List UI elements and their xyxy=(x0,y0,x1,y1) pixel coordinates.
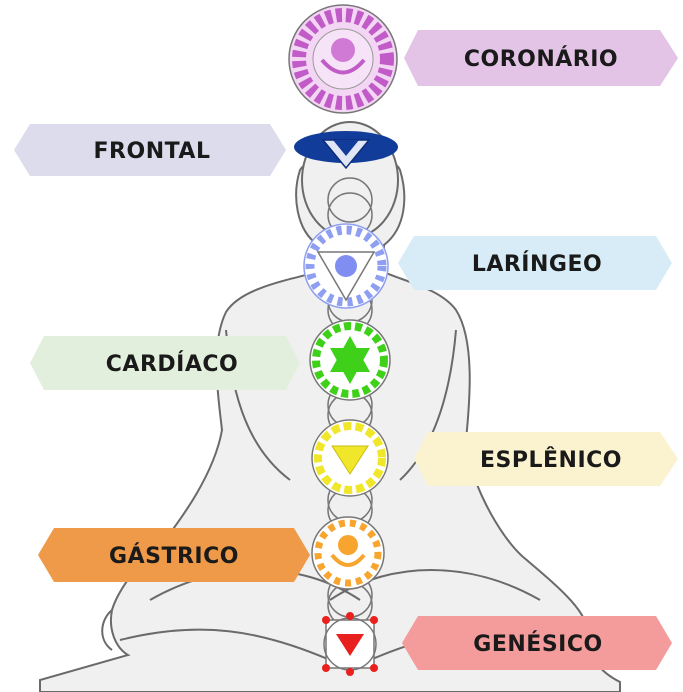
banner-frontal: FRONTAL xyxy=(14,124,286,176)
banner-cardiaco: CARDÍACO xyxy=(30,336,300,390)
label-cardiaco: CARDÍACO xyxy=(106,351,238,377)
label-genesico: GENÉSICO xyxy=(473,631,602,657)
banner-coronario: CORONÁRIO xyxy=(404,30,678,86)
chakra-solar-icon xyxy=(312,420,388,496)
label-frontal: FRONTAL xyxy=(94,139,211,164)
banner-laringeo: LARÍNGEO xyxy=(398,236,672,290)
banner-esplenico: ESPLÊNICO xyxy=(414,432,678,486)
banner-genesico: GENÉSICO xyxy=(402,616,672,670)
chakra-sacral-icon xyxy=(312,517,384,589)
label-esplenico: ESPLÊNICO xyxy=(480,447,622,473)
label-coronario: CORONÁRIO xyxy=(464,46,618,72)
banner-gastrico: GÁSTRICO xyxy=(38,528,310,582)
chakra-crown-icon xyxy=(289,5,397,113)
chakra-heart-icon xyxy=(310,320,390,400)
label-laringeo: LARÍNGEO xyxy=(472,251,602,277)
chakra-root-icon xyxy=(322,612,378,676)
chakra-throat-icon xyxy=(304,224,388,308)
label-gastrico: GÁSTRICO xyxy=(109,543,239,569)
